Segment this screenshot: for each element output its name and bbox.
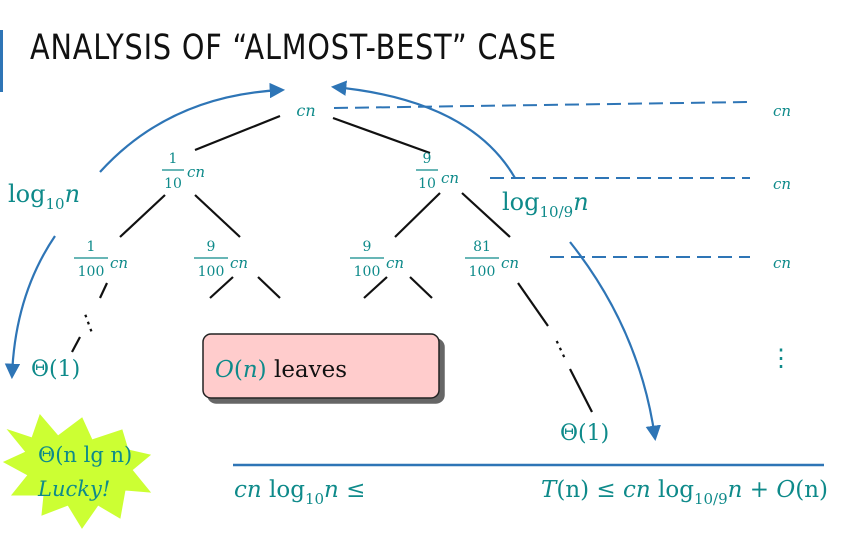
node-level1-left: 1 10 cn	[162, 151, 205, 192]
edge-stub-1	[209, 276, 234, 299]
node-level2-1-den: 100	[78, 264, 105, 280]
node-level1-right-num: 9	[423, 151, 432, 167]
node-level1-left-den: 10	[164, 176, 182, 192]
node-level2-1-var: cn	[110, 254, 128, 272]
leaves-box-text: O(n) leaves	[215, 357, 347, 383]
leaves-box: O(n) leaves	[202, 333, 440, 399]
leaf-theta-right: Θ(1)	[560, 421, 609, 446]
label-log109n: log10/9n	[502, 188, 589, 221]
node-level2-2-num: 9	[207, 239, 216, 255]
level-cost-2: cn	[773, 254, 791, 272]
edge-stub-2	[257, 276, 281, 299]
arrow-left-up	[99, 82, 286, 173]
level-cost-1: cn	[773, 175, 791, 193]
slide-title: ANALYSIS OF “ALMOST-BEST” CASE	[30, 28, 557, 68]
bound-left: cn log10n ≤	[234, 477, 365, 508]
tree-edges	[71, 114, 593, 413]
edge-root-right	[332, 116, 431, 155]
arrow-left-down	[4, 235, 56, 380]
bound-right: T(n) ≤ cn log10/9n + O(n)	[541, 477, 828, 508]
node-level2-2-den: 100	[198, 264, 225, 280]
arrow-right-up	[330, 80, 516, 179]
edge-right-path-top	[517, 282, 549, 327]
node-level2-4-den: 100	[469, 264, 496, 280]
node-level1-left-num: 1	[169, 151, 178, 167]
arrow-right-down	[569, 241, 661, 442]
edge-left-path-top	[99, 282, 108, 299]
edge-left-path-bottom	[71, 336, 81, 353]
ellipsis-right-path: ⋮	[545, 333, 576, 365]
label-log10n: log10n	[8, 180, 80, 213]
node-level1-left-var: cn	[187, 163, 205, 181]
node-level2-3-var: cn	[386, 254, 404, 272]
node-level2-3-num: 9	[363, 239, 372, 255]
edge-l1l-left	[119, 194, 166, 238]
node-level2-2: 9 100 cn	[194, 239, 248, 280]
height-arrows	[4, 80, 661, 442]
lucky-star: Θ(n lg n) Lucky!	[2, 414, 152, 529]
star-text-lucky: Lucky!	[37, 477, 110, 501]
edge-l1r-left	[394, 192, 441, 238]
node-level2-3: 9 100 cn	[350, 239, 404, 280]
node-level2-3-den: 100	[354, 264, 381, 280]
ellipsis-left-path: ⋮	[74, 308, 103, 339]
node-root: cn	[296, 101, 315, 120]
level-cost-0: cn	[773, 102, 791, 120]
level-guides	[333, 101, 751, 258]
node-level1-right-den: 10	[418, 176, 436, 192]
leaf-theta-left: Θ(1)	[31, 357, 80, 382]
node-level1-right-var: cn	[441, 169, 459, 187]
node-level1-right: 9 10 cn	[416, 151, 459, 192]
edge-stub-3	[363, 276, 388, 299]
node-level2-4: 81 100 cn	[465, 239, 519, 280]
node-level2-4-num: 81	[473, 239, 491, 255]
edge-right-path-bottom	[569, 368, 593, 413]
level-cost-ellipsis: ⋮	[769, 344, 793, 372]
star-text-theta: Θ(n lg n)	[38, 443, 132, 467]
edge-l1r-right	[461, 192, 511, 238]
edge-root-left	[194, 114, 281, 152]
star-burst-shape	[2, 414, 152, 529]
node-level2-4-var: cn	[501, 254, 519, 272]
title-accent-bar	[0, 30, 3, 92]
node-level2-1: 1 100 cn	[74, 239, 128, 280]
level-guide-0	[333, 101, 751, 109]
node-level2-2-var: cn	[230, 254, 248, 272]
edge-stub-4	[409, 276, 433, 299]
edge-l1l-right	[194, 194, 241, 238]
node-level2-1-num: 1	[87, 239, 96, 255]
